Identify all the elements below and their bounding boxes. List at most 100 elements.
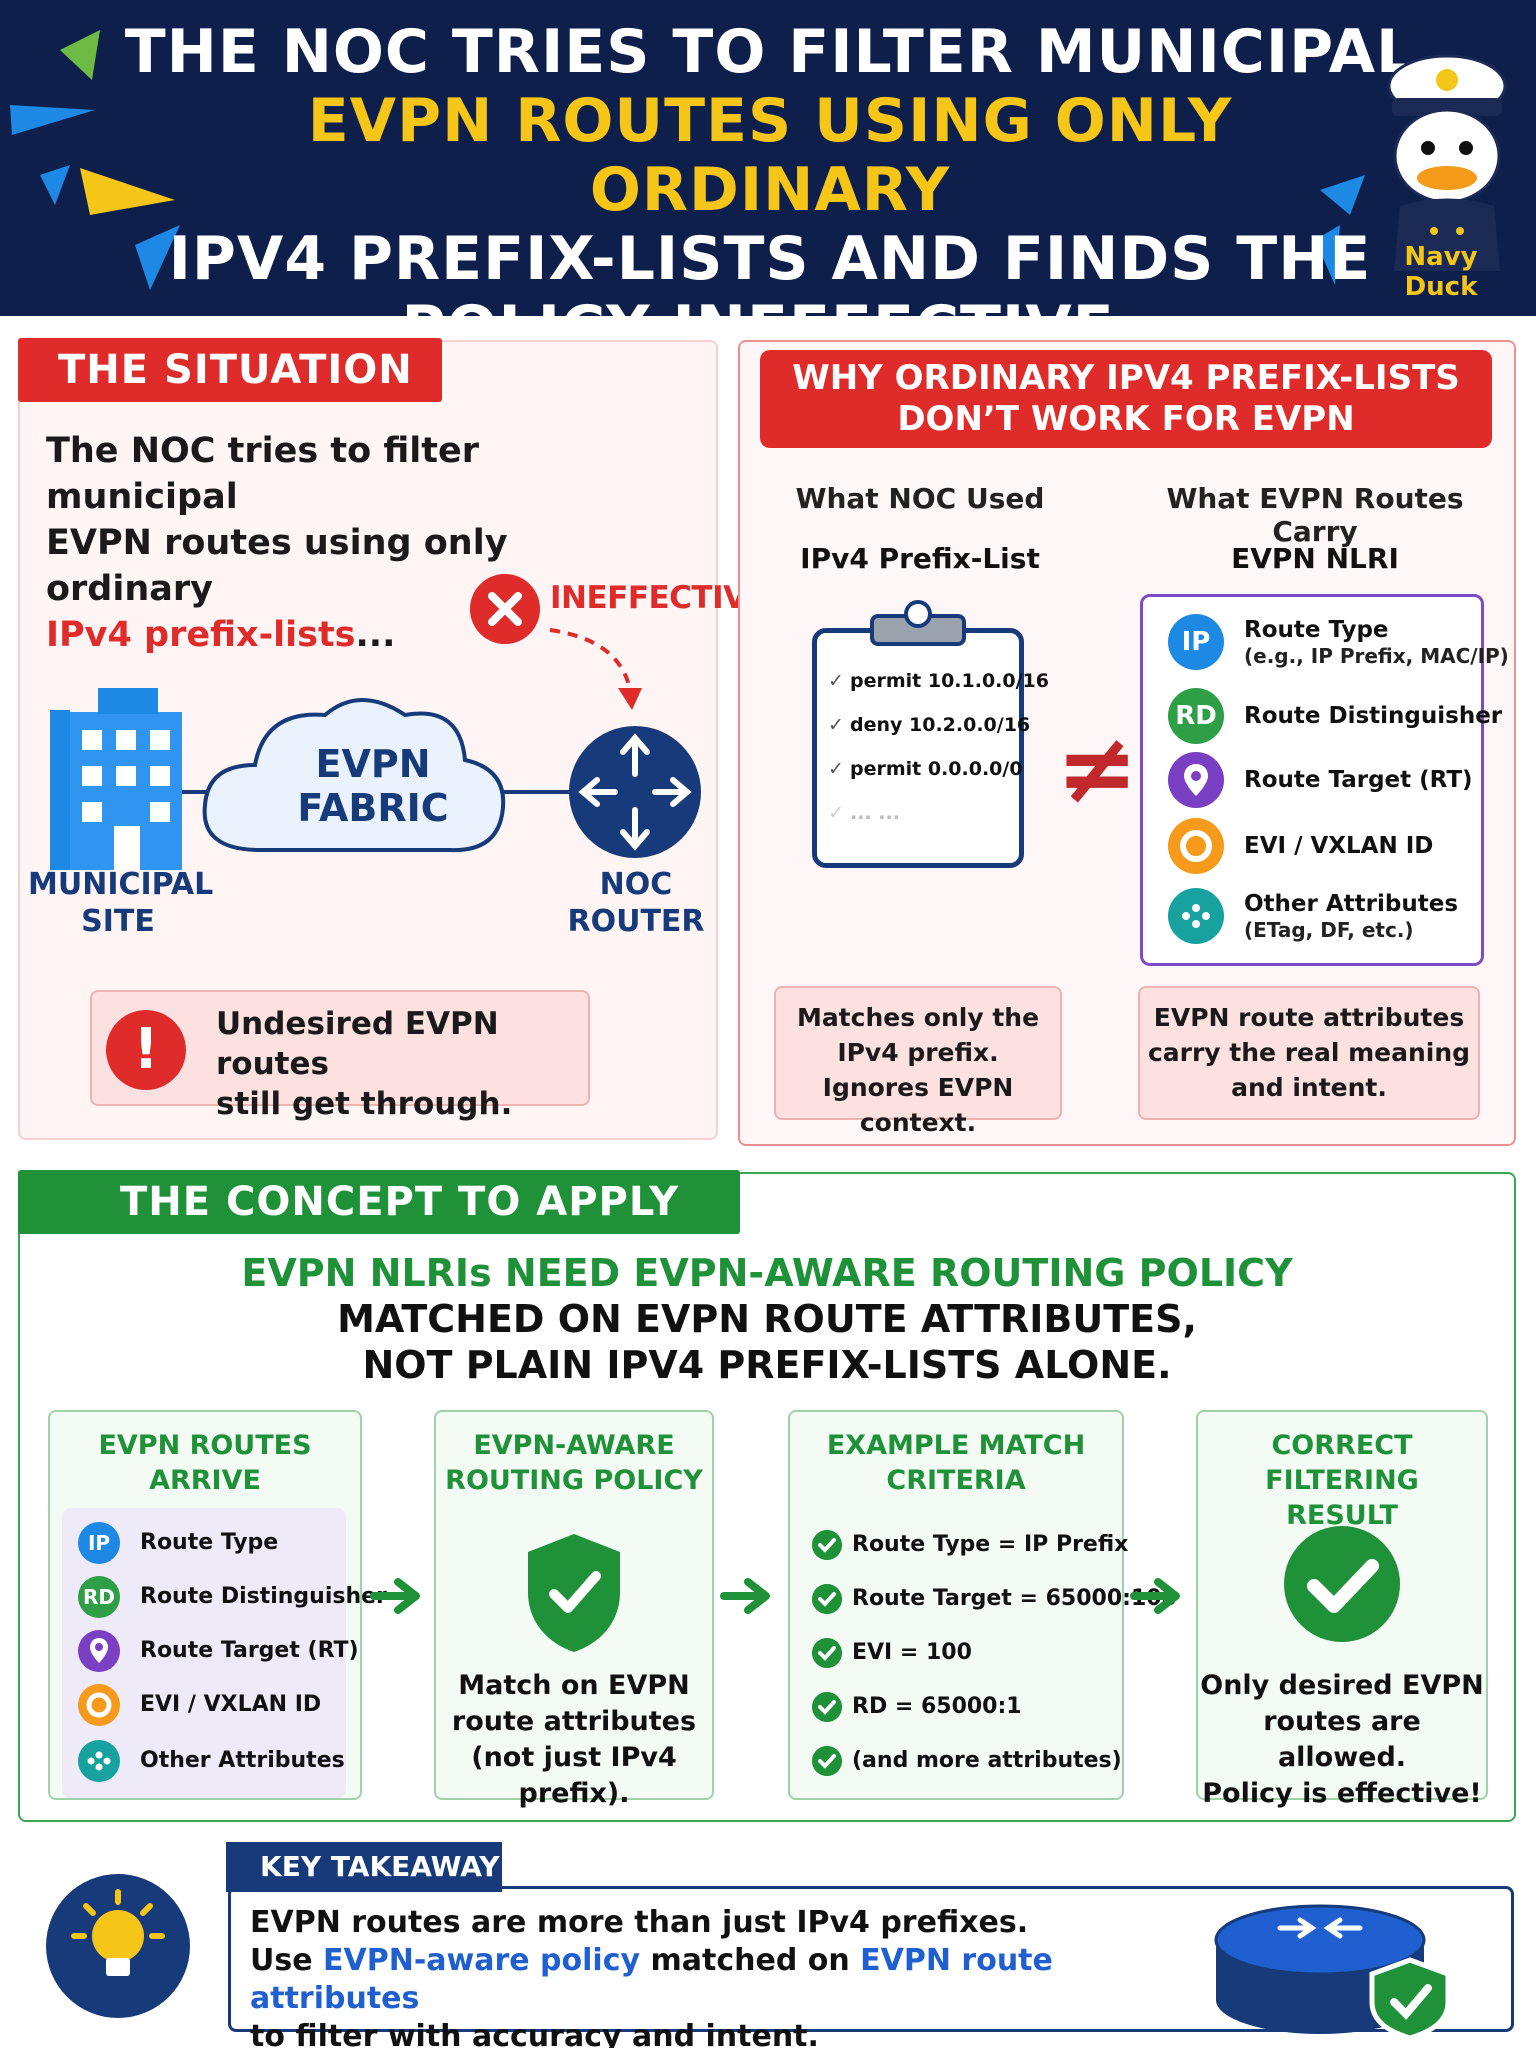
list-item: Other Attributes bbox=[78, 1740, 345, 1782]
situation-tab: THE SITUATION bbox=[18, 338, 442, 402]
intro-red-text: IPv4 prefix-lists bbox=[46, 615, 356, 655]
step-2-heading-line: ROUTING POLICY bbox=[445, 1465, 703, 1496]
location-pin-icon bbox=[1168, 752, 1224, 808]
takeaway-highlight-attributes: EVPN route attributes bbox=[250, 1943, 1053, 2016]
header-banner: THE NOC TRIES TO FILTER MUNICIPAL EVPN R… bbox=[0, 0, 1536, 316]
takeaway-line-3: to filter with accuracy and intent. bbox=[250, 2019, 819, 2048]
ineffective-x-icon bbox=[470, 574, 540, 644]
note-right-line: EVPN route attributes bbox=[1153, 1003, 1465, 1032]
noc-label-line-2: ROUTER bbox=[567, 904, 705, 939]
takeaway-line-2-c: matched on bbox=[640, 1943, 861, 1978]
note-left-line: IPv4 prefix. bbox=[837, 1038, 999, 1067]
takeaway-line-2-a: Use bbox=[250, 1943, 324, 1978]
list-item-label: Other Attributes bbox=[140, 1748, 345, 1773]
step-4-heading: CORRECT FILTERING RESULT bbox=[1196, 1428, 1488, 1533]
concept-tab: THE CONCEPT TO APPLY bbox=[18, 1170, 740, 1234]
nlri-label: EVI / VXLAN ID bbox=[1244, 832, 1434, 859]
step-2-heading-line: EVPN-AWARE bbox=[473, 1430, 675, 1461]
router-icon bbox=[569, 726, 701, 858]
nlri-item-rd: RD Route Distinguisher bbox=[1168, 688, 1502, 744]
criteria-row: Route Target = 65000:100 bbox=[812, 1580, 1177, 1616]
step-4-body-line: Policy is effective! bbox=[1202, 1778, 1482, 1809]
step-4-body: Only desired EVPN routes are allowed. Po… bbox=[1196, 1668, 1488, 1812]
takeaway-tab: KEY TAKEAWAY bbox=[226, 1842, 502, 1892]
ineffective-label: INEFFECTIVE bbox=[550, 580, 768, 616]
list-item: RD Route Distinguisher bbox=[78, 1576, 387, 1618]
step-2-body-line: (not just IPv4 prefix). bbox=[471, 1742, 677, 1809]
step-2-heading: EVPN-AWARE ROUTING POLICY bbox=[434, 1428, 714, 1498]
list-item: IP Route Type bbox=[78, 1522, 338, 1564]
noc-label-line-1: NOC bbox=[599, 867, 673, 902]
title-line-2: EVPN ROUTES USING ONLY ORDINARY bbox=[307, 86, 1233, 225]
concept-heading-line-3: NOT PLAIN IPV4 PREFIX-LISTS ALONE. bbox=[362, 1343, 1172, 1387]
nlri-sublabel: (e.g., IP Prefix, MAC/IP) bbox=[1244, 643, 1509, 668]
nlri-label: Route Distinguisher bbox=[1244, 702, 1503, 729]
note-right: EVPN route attributes carry the real mea… bbox=[1138, 986, 1480, 1120]
check-circle-icon bbox=[812, 1638, 842, 1668]
nlri-label: Route Target (RT) bbox=[1244, 766, 1473, 793]
prefix-list-row: ✓permit 10.1.0.0/16 bbox=[828, 670, 1049, 714]
list-item: Route Target (RT) bbox=[78, 1630, 359, 1672]
dots-icon bbox=[78, 1740, 120, 1782]
check-icon: ✓ bbox=[828, 802, 844, 824]
title-line-3: IPV4 PREFIX-LISTS AND FINDS THE bbox=[168, 224, 1372, 294]
rd-icon: RD bbox=[1168, 688, 1224, 744]
list-item-label: Route Target (RT) bbox=[140, 1638, 359, 1663]
step-2-body: Match on EVPN route attributes (not just… bbox=[434, 1668, 714, 1812]
why-tab-line-1: WHY ORDINARY IPV4 PREFIX-LISTS bbox=[792, 358, 1460, 398]
secure-router-icon bbox=[1214, 1904, 1451, 2040]
step-evpn-aware-policy bbox=[434, 1410, 714, 1800]
nlri-label: Route Type bbox=[1244, 616, 1389, 643]
success-check-icon bbox=[1284, 1526, 1400, 1642]
prefix-list-row: ✓ ... ... bbox=[828, 802, 1018, 846]
check-circle-icon bbox=[812, 1746, 842, 1776]
evpn-fabric-label: EVPN FABRIC bbox=[268, 742, 478, 830]
step-4-heading-line: RESULT bbox=[1286, 1500, 1398, 1531]
warning-icon: ! bbox=[106, 1010, 186, 1090]
intro-line-2: EVPN routes using only ordinary bbox=[46, 523, 508, 609]
gear-icon bbox=[1168, 818, 1224, 874]
intro-tail: ... bbox=[355, 615, 396, 655]
check-icon: ✓ bbox=[828, 714, 844, 736]
step-example-criteria bbox=[788, 1410, 1124, 1800]
list-item-label: Route Distinguisher bbox=[140, 1584, 387, 1609]
step-1-heading-line: EVPN ROUTES bbox=[98, 1430, 312, 1461]
title-line-4: POLICY INEFFECTIVE. bbox=[120, 294, 1420, 317]
check-icon: ✓ bbox=[828, 758, 844, 780]
criteria-row: EVI = 100 bbox=[812, 1634, 1112, 1670]
concept-heading-line-2: MATCHED ON EVPN ROUTE ATTRIBUTES, bbox=[337, 1297, 1197, 1341]
takeaway-line-1: EVPN routes are more than just IPv4 pref… bbox=[250, 1905, 1029, 1940]
list-item-label: Route Type bbox=[140, 1530, 279, 1555]
prefix-list-rows: ✓permit 10.1.0.0/16 ✓deny 10.2.0.0/16 ✓ p… bbox=[828, 670, 1049, 846]
dots-icon bbox=[1168, 888, 1224, 944]
step-3-heading-line: CRITERIA bbox=[886, 1465, 1026, 1496]
step-1-heading: EVPN ROUTES ARRIVE bbox=[48, 1428, 362, 1498]
nlri-item-route-type: IP Route Type(e.g., IP Prefix, MAC/IP) bbox=[1168, 614, 1509, 670]
intro-line-1: The NOC tries to filter municipal bbox=[46, 431, 480, 517]
prefix-list-row: ✓deny 10.2.0.0/16 bbox=[828, 714, 1030, 758]
site-label-line-1: MUNICIPAL bbox=[28, 867, 214, 902]
fabric-line-2: FABRIC bbox=[297, 786, 449, 830]
site-label-line-2: SITE bbox=[81, 904, 155, 939]
check-circle-icon bbox=[812, 1584, 842, 1614]
confetti-decoration bbox=[10, 30, 1365, 290]
step-4-heading-line: CORRECT FILTERING bbox=[1265, 1430, 1419, 1496]
duck-mascot-icon bbox=[1387, 54, 1507, 271]
building-icon bbox=[50, 688, 182, 870]
step-3-heading: EXAMPLE MATCH CRITERIA bbox=[788, 1428, 1124, 1498]
prefix-list-text: ... ... bbox=[850, 802, 900, 824]
warning-text: Undesired EVPN routes still get through. bbox=[216, 1004, 586, 1124]
prefix-list-text: permit 0.0.0.0/0 bbox=[850, 758, 1023, 780]
mascot-name: Navy Duck bbox=[1404, 242, 1478, 302]
warning-line-1: Undesired EVPN routes bbox=[216, 1006, 499, 1082]
step-2-body-line: Match on EVPN bbox=[458, 1670, 690, 1701]
left-column-subheading: IPv4 Prefix-List bbox=[800, 542, 1040, 575]
page-title: THE NOC TRIES TO FILTER MUNICIPAL EVPN R… bbox=[120, 18, 1420, 317]
ip-icon: IP bbox=[1168, 614, 1224, 670]
note-right-line: and intent. bbox=[1231, 1073, 1387, 1102]
step-2-body-line: route attributes bbox=[451, 1706, 697, 1737]
why-tab-line-2: DON’T WORK FOR EVPN bbox=[897, 399, 1355, 439]
nlri-item-rt: Route Target (RT) bbox=[1168, 752, 1478, 808]
criteria-row: RD = 65000:1 bbox=[812, 1688, 1112, 1724]
why-tab: WHY ORDINARY IPV4 PREFIX-LISTS DON’T WOR… bbox=[760, 350, 1492, 448]
